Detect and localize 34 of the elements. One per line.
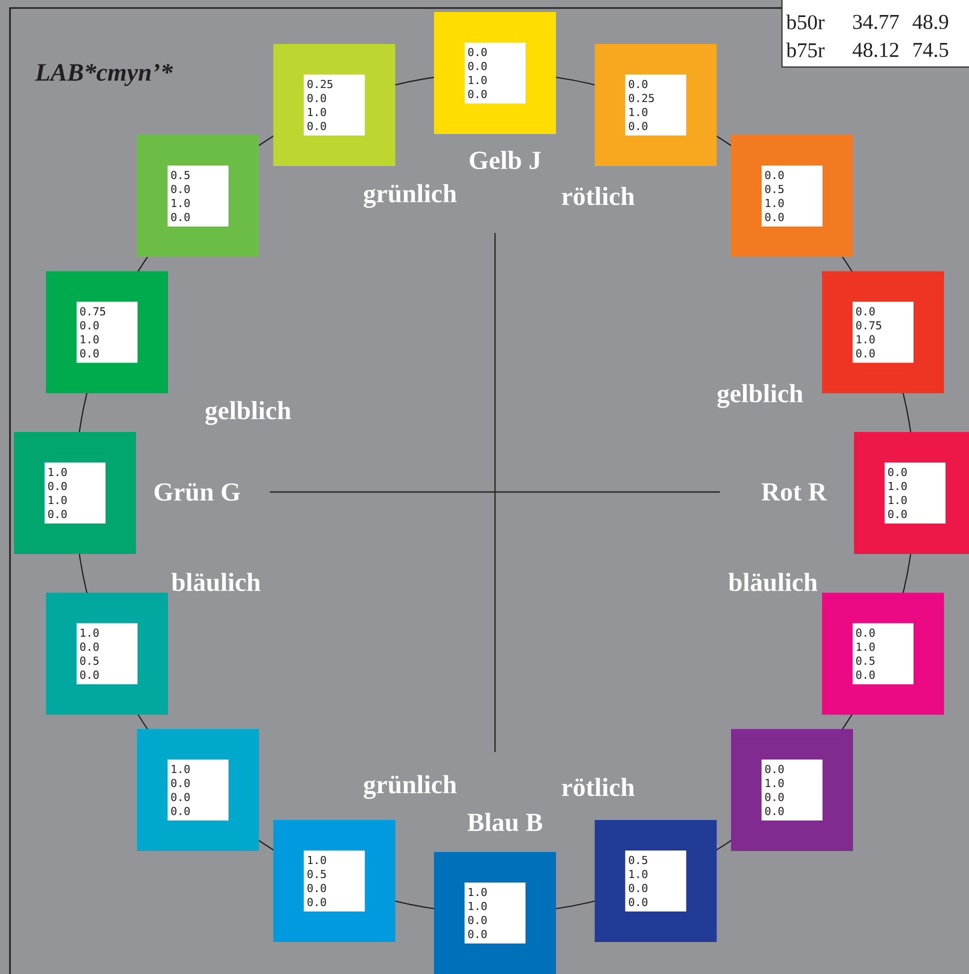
axis-label: rötlich bbox=[562, 778, 634, 796]
axis-label: grünlich bbox=[364, 775, 457, 799]
color-patch: 0.5 1.0 0.0 0.0 bbox=[594, 820, 717, 942]
axis-label: grünlich bbox=[364, 184, 457, 208]
axis-label: bläulich bbox=[172, 572, 260, 592]
title: LAB*cmyn’* bbox=[35, 64, 173, 86]
table-value: 48.12 bbox=[852, 42, 898, 58]
table-value: 34.77 bbox=[853, 14, 899, 30]
table-value: b50r bbox=[786, 14, 825, 30]
color-patch: 0.0 0.5 1.0 0.0 bbox=[731, 135, 853, 257]
color-patch: 0.0 0.75 1.0 0.0 bbox=[822, 271, 944, 394]
color-patch: 1.0 0.0 0.5 0.0 bbox=[46, 592, 168, 715]
axis-label: gelblich bbox=[717, 384, 803, 408]
axis-label: rötlich bbox=[562, 186, 634, 206]
table-value: b75r bbox=[786, 42, 825, 58]
color-patch: 0.75 0.0 1.0 0.0 bbox=[46, 271, 168, 394]
color-patch: 1.0 0.5 0.0 0.0 bbox=[273, 820, 396, 942]
color-patch: 0.5 0.0 1.0 0.0 bbox=[137, 135, 259, 257]
color-patch: 0.0 0.0 1.0 0.0 bbox=[434, 12, 556, 134]
axis-label: Gelb J bbox=[470, 150, 541, 170]
color-patch: 1.0 1.0 0.0 0.0 bbox=[434, 852, 556, 974]
axis-label: bläulich bbox=[728, 572, 818, 592]
table-value: 48.9 bbox=[912, 14, 948, 30]
axis-label: Rot R bbox=[762, 483, 828, 501]
color-patch: 0.0 1.0 1.0 0.0 bbox=[854, 432, 969, 554]
color-patch: 0.0 1.0 0.5 0.0 bbox=[822, 592, 944, 715]
axis-label: gelblich bbox=[205, 401, 291, 425]
color-patch: 0.0 0.25 1.0 0.0 bbox=[594, 44, 717, 166]
color-patch: 1.0 0.0 0.0 0.0 bbox=[137, 729, 259, 851]
color-patch: 0.0 1.0 0.0 0.0 bbox=[731, 729, 853, 851]
color-patch: 0.25 0.0 1.0 0.0 bbox=[273, 44, 396, 166]
table-value: 74.5 bbox=[914, 42, 948, 58]
axis-label: Blau B bbox=[468, 812, 542, 832]
color-patch: 1.0 0.0 1.0 0.0 bbox=[14, 432, 136, 554]
